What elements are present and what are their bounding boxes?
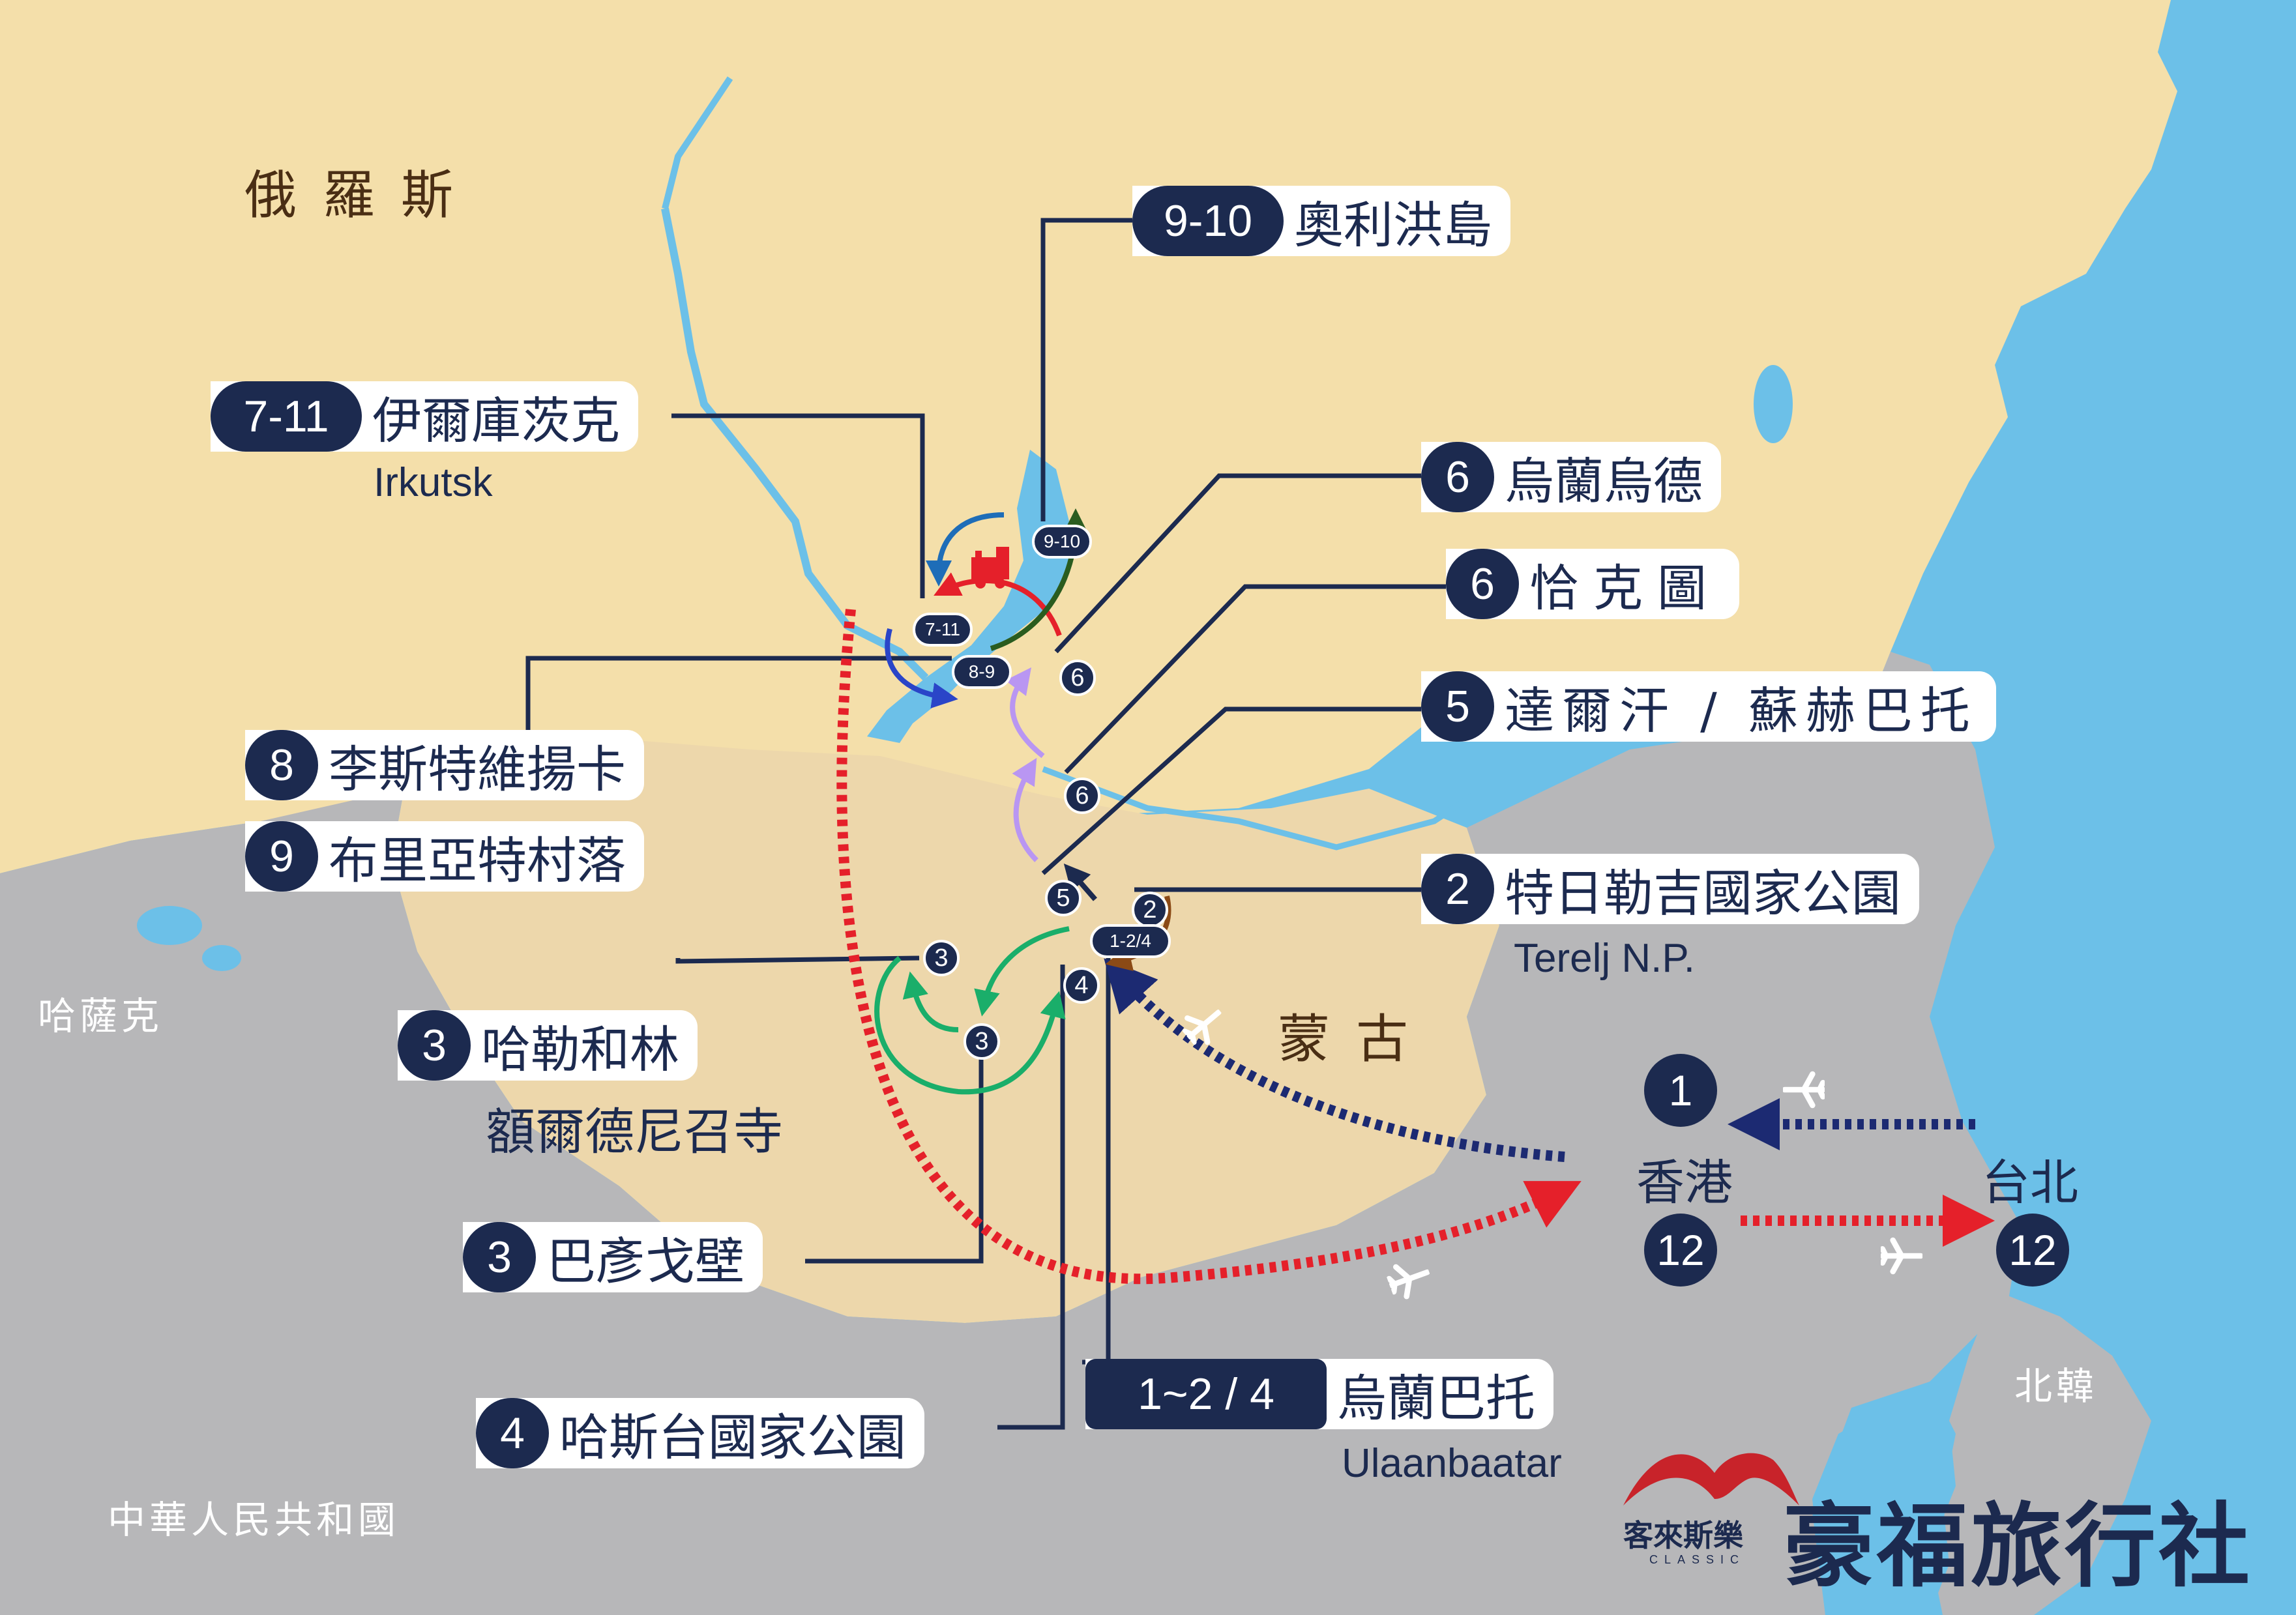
city-taipei: 台北 [1982,1155,2078,1211]
place-name: 達爾汗 / 蘇赫巴托 [1505,682,1978,740]
day-badge: 6 [1446,549,1519,619]
route-green-1 [974,926,1070,1017]
map-marker: 5 [1045,880,1082,916]
map-marker: 4 [1063,967,1100,1004]
route-red-train [934,572,1062,637]
lake [137,906,202,945]
day-badge: 2 [1421,854,1494,924]
map-marker: 3 [964,1023,1000,1060]
country-china: 中華人民共和國 [108,1498,400,1542]
country-north-korea: 北韓 [2014,1364,2098,1408]
day-badge: 3 [463,1222,536,1292]
route-blue [885,628,958,708]
label-olkhon[interactable]: 9-10 奧利洪島 [1132,186,1510,256]
label-ulaanbaatar[interactable]: 1~2 / 4 烏蘭巴托 [1085,1359,1553,1429]
subname-ulaanbaatar: Ulaanbaatar [1342,1441,1562,1486]
place-name: 哈斯台國家公園 [559,1408,906,1466]
day-badge: 9 [245,821,318,892]
lake [1754,365,1793,443]
day-badge: 3 [398,1010,471,1081]
country-mongolia: 蒙古 [1278,1009,1434,1069]
day-marker-12-hk: 12 [1644,1214,1717,1287]
route-irkutsk-hk [836,609,1582,1285]
place-name: 巴彥戈壁 [546,1232,744,1290]
place-name: 布里亞特村落 [329,832,626,890]
label-kyakhta[interactable]: 6 恰克圖 [1446,549,1739,619]
map-marker: 1-2/4 [1090,924,1171,958]
place-name: 李斯特維揚卡 [329,740,626,798]
subname-irkutsk: Irkutsk [374,460,493,505]
route-hk-ub [1104,958,1565,1162]
day-badge: 4 [476,1398,549,1468]
route-purple-2 [1005,667,1045,759]
place-name: 恰克圖 [1529,559,1721,617]
country-russia: 俄羅斯 [244,165,479,226]
brand-subname: 客來斯樂 [1623,1518,1743,1553]
brand-name: 豪福旅行社 [1783,1494,2253,1600]
route-green-2 [902,971,959,1032]
city-hong-kong: 香港 [1636,1155,1733,1211]
label-buryat[interactable]: 9 布里亞特村落 [245,821,644,892]
river-selenga [1042,766,1475,851]
route-green-3 [874,955,1066,1095]
day-badge: 8 [245,730,318,800]
train-icon [971,547,1009,589]
day-marker-1: 1 [1644,1054,1717,1127]
route-purple-1 [1012,757,1038,862]
place-name: 烏蘭烏德 [1505,452,1703,510]
day-badge: 6 [1421,442,1494,512]
map-marker: 8-9 [952,655,1012,689]
yellow-sea [1812,1382,1956,1615]
map-marker: 3 [923,940,960,976]
route-navy [1063,863,1098,901]
map-marker: 7-11 [913,613,973,647]
river-angara [661,207,929,681]
label-darkhan[interactable]: 5 達爾汗 / 蘇赫巴托 [1421,671,1996,742]
label-terelj[interactable]: 2 特日勒吉國家公園 [1421,854,1919,924]
country-kazakhstan: 哈薩克 [38,994,164,1038]
map-marker: 9-10 [1032,525,1092,559]
place-name: 伊爾庫茨克 [372,392,620,450]
label-hustai[interactable]: 4 哈斯台國家公園 [476,1398,924,1468]
label-gobi[interactable]: 3 巴彥戈壁 [463,1222,763,1292]
korea-land [1930,1290,2151,1615]
label-kharkhorin[interactable]: 3 哈勒和林 [398,1010,698,1081]
place-name: 哈勒和林 [481,1021,679,1079]
day-badge: 7-11 [211,381,362,452]
place-name: 奧利洪島 [1294,196,1492,254]
route-teal [926,512,1005,587]
day-marker-12-tpe: 12 [1996,1214,2069,1287]
subname-kharkhorin: 額爾德尼召寺 [486,1103,783,1161]
subname-terelj: Terelj N.P. [1514,936,1695,981]
river-yenisei [662,76,733,210]
label-ulan-ude[interactable]: 6 烏蘭烏德 [1421,442,1721,512]
lake [202,945,241,971]
day-badge: 1~2 / 4 [1085,1359,1327,1429]
label-listvyanka[interactable]: 8 李斯特維揚卡 [245,730,644,800]
map-marker: 2 [1132,892,1168,928]
map-marker: 6 [1059,660,1096,696]
map-marker: 6 [1064,778,1100,814]
place-name: 烏蘭巴托 [1337,1369,1535,1427]
place-name: 特日勒吉國家公園 [1505,864,1901,922]
russia-land [0,0,2177,873]
brand-classic: CLASSIC [1649,1553,1746,1566]
day-badge: 5 [1421,671,1494,742]
day-badge: 9-10 [1132,186,1284,256]
label-irkutsk[interactable]: 7-11 伊爾庫茨克 [211,381,638,452]
brand-logo-swoosh [1623,1453,1799,1506]
